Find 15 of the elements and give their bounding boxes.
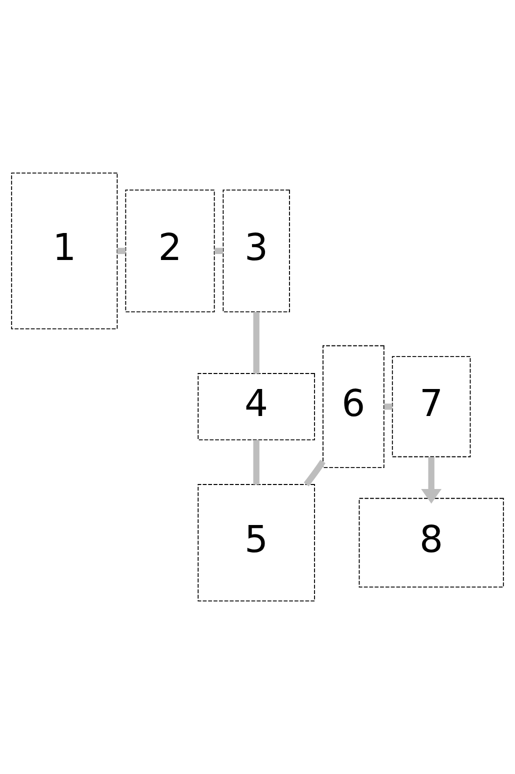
- node-box: 3: [222, 190, 290, 312]
- connector: [214, 248, 224, 254]
- node-box: 1: [11, 172, 118, 330]
- node-box: 7: [392, 356, 471, 458]
- node-box: 5: [198, 484, 315, 602]
- connector: [253, 440, 260, 484]
- node-box: 6: [322, 345, 384, 468]
- node-box: 4: [198, 373, 315, 440]
- connector: [117, 248, 126, 254]
- node-box: 2: [125, 190, 215, 312]
- connector: [384, 404, 392, 410]
- connector: [253, 312, 260, 374]
- arrow: [421, 457, 442, 504]
- node-box: 8: [358, 498, 504, 588]
- connector: [304, 460, 326, 486]
